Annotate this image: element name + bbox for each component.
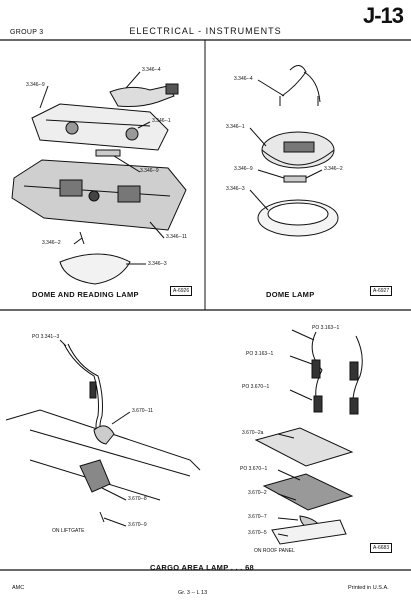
cargo-lamp-liftgate-drawing [5, 339, 201, 527]
dome-lamp-drawing [249, 65, 339, 237]
dome-reading-lamp-drawing [11, 71, 187, 285]
callout-label: 3.346--9 [140, 168, 159, 174]
page-code: J-13 [362, 3, 404, 28]
callout-label: 3.346--9 [26, 82, 45, 88]
callout-label: PO 3.163--1 [246, 351, 274, 357]
figure-ref: A-6927 [370, 286, 393, 296]
callout-label: 3.670--7 [248, 514, 267, 520]
callout-label: 3.346--2 [324, 166, 343, 172]
page-title: ELECTRICAL - INSTRUMENTS [129, 26, 282, 36]
callout-label: PO 3.670--1 [242, 384, 270, 390]
location-note: ON ROOF PANEL [254, 548, 295, 554]
callout-label: PO 3.163--1 [312, 325, 340, 331]
figure-ref: A-6926 [170, 286, 193, 296]
callout-label: 3.346--4 [234, 76, 253, 82]
footer-brand: AMC [12, 585, 25, 591]
callout-label: 3.346--1 [226, 124, 245, 130]
callout-label: 3.346--4 [142, 67, 161, 73]
panel-caption: CARGO AREA LAMP . . . 68 [150, 563, 255, 572]
callout-label: 3.670--2 [248, 490, 267, 496]
callout-label: PO 3.670--1 [240, 466, 268, 472]
callout-label: 3.346--11 [166, 234, 188, 240]
figure-ref: A-6683 [370, 543, 393, 553]
callout-label: PO 3.341--3 [32, 334, 60, 340]
callout-label: 3.670--9 [128, 522, 147, 528]
panel-caption: DOME LAMP [266, 290, 315, 299]
callout-label: 3.670--2a [242, 430, 264, 436]
callout-label: 3.346--3 [148, 261, 167, 267]
panel-caption: DOME AND READING LAMP [32, 290, 139, 299]
group-label: GROUP 3 [10, 29, 44, 36]
callout-label: 3.670--8 [128, 496, 147, 502]
footer-printed: Printed in U.S.A. [348, 585, 389, 591]
callout-label: 3.670--5 [248, 530, 267, 536]
callout-label: 3.670--11 [132, 408, 154, 414]
callout-label: 3.346--9 [234, 166, 253, 172]
cargo-lamp-roof-drawing [254, 329, 363, 545]
callout-label: 3.346--2 [42, 240, 61, 246]
callout-label: 3.346--3 [226, 186, 245, 192]
location-note: ON LIFTGATE [52, 528, 85, 534]
callout-label: 3.346--1 [152, 118, 171, 124]
footer-page-ref: Gr. 3 -- L 13 [178, 590, 208, 596]
